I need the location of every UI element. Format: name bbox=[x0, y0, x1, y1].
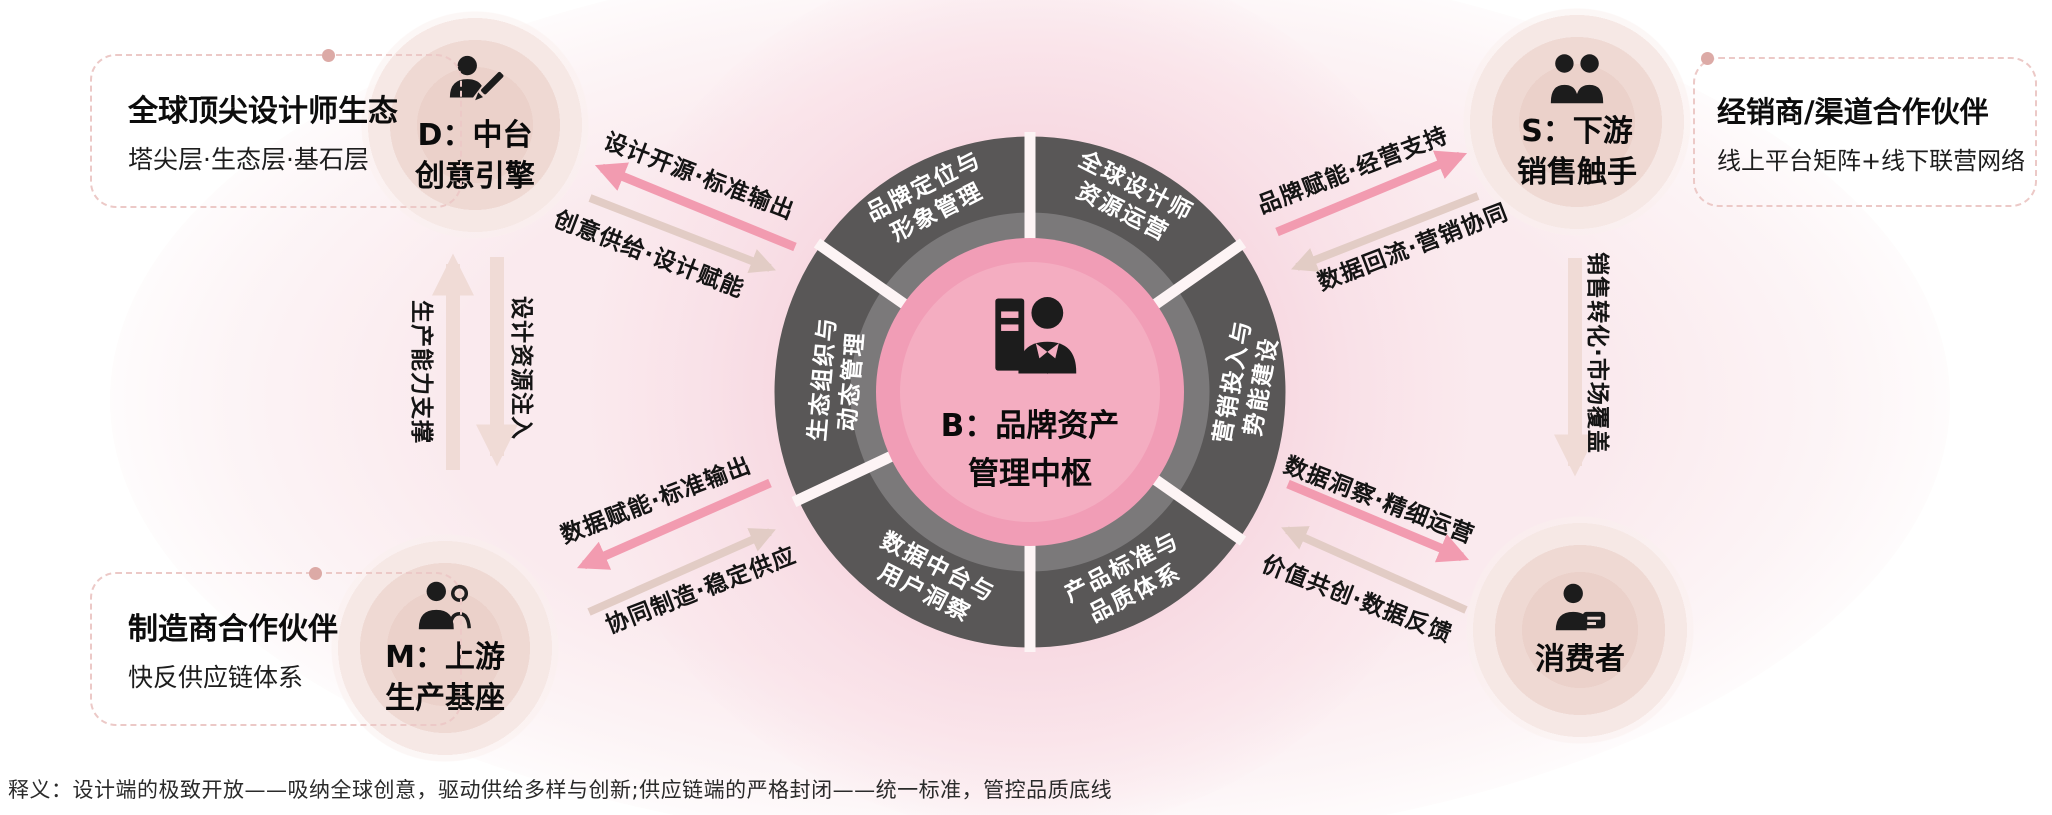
ring-dividers bbox=[791, 132, 1247, 652]
arrow-data-return bbox=[1291, 192, 1480, 272]
node-label: M：上游 生产基座 bbox=[385, 640, 505, 716]
panel-title: 全球顶尖设计师生态 bbox=[128, 94, 398, 129]
arrow-value-cocreation bbox=[1281, 526, 1468, 614]
panel-corner-dot bbox=[309, 567, 322, 580]
partners-icon bbox=[1550, 54, 1604, 104]
panel-corner-dot bbox=[322, 49, 335, 62]
hub-label-line2: 管理中枢 bbox=[968, 456, 1092, 492]
node-consumer: 消费者 bbox=[1465, 515, 1695, 745]
panel-subtitle: 线上平台矩阵+线下联营网络 bbox=[1717, 146, 2026, 175]
arrow-data-enable bbox=[577, 478, 772, 570]
arrow-design-output bbox=[594, 162, 797, 252]
node-label: S：下游 销售触手 bbox=[1517, 114, 1637, 190]
arrow-data-insight bbox=[1286, 479, 1470, 563]
hub-ring bbox=[742, 104, 1318, 684]
hub-center-circle bbox=[900, 262, 1160, 522]
panel-subtitle: 快反供应链体系 bbox=[128, 663, 304, 692]
node-production-base: M：上游 生产基座 bbox=[330, 533, 560, 763]
panel-distributor-channel: 经销商/渠道合作伙伴 线上平台矩阵+线下联营网络 bbox=[1693, 52, 2037, 207]
panel-manufacturer-partner: 制造商合作伙伴 快反供应链体系 bbox=[90, 567, 462, 726]
node-designer-engine: D：中台 创意引擎 bbox=[360, 10, 590, 240]
designer-pen-icon bbox=[449, 55, 504, 101]
node-circle bbox=[1462, 7, 1692, 237]
panel-corner-dot bbox=[1701, 52, 1714, 65]
node-circle bbox=[360, 10, 590, 240]
arrow-creative-supply bbox=[588, 194, 776, 273]
arrow-brand-support bbox=[1275, 150, 1468, 237]
node-sales-reach: S：下游 销售触手 bbox=[1462, 7, 1692, 237]
manager-building-icon bbox=[995, 297, 1077, 375]
node-label: 消费者 bbox=[1535, 641, 1625, 677]
consumer-card-icon bbox=[1555, 583, 1606, 630]
flow-design-injection-label: 设计资源注入 bbox=[508, 296, 534, 440]
flow-sales-conversion-label: 销售转化·市场覆盖 bbox=[1584, 252, 1610, 454]
panel-title: 制造商合作伙伴 bbox=[128, 612, 338, 647]
hub-label-line1: B：品牌资产 bbox=[940, 408, 1120, 444]
node-label: D：中台 创意引擎 bbox=[415, 118, 535, 194]
legend-caption: 释义：设计端的极致开放——吸纳全球创意，驱动供给多样与创新;供应链端的严格封闭—… bbox=[8, 778, 1113, 802]
node-circle bbox=[1465, 515, 1695, 745]
panel-title: 经销商/渠道合作伙伴 bbox=[1717, 94, 1989, 129]
panel-subtitle: 塔尖层·生态层·基石层 bbox=[128, 145, 369, 174]
arrow-collab-manufacturing bbox=[587, 528, 776, 616]
flow-production-support-label: 生产能力支撑 bbox=[408, 300, 434, 444]
hub-ring-graphic bbox=[774, 132, 1286, 652]
panel-designer-ecosystem: 全球顶尖设计师生态 塔尖层·生态层·基石层 bbox=[90, 49, 462, 208]
